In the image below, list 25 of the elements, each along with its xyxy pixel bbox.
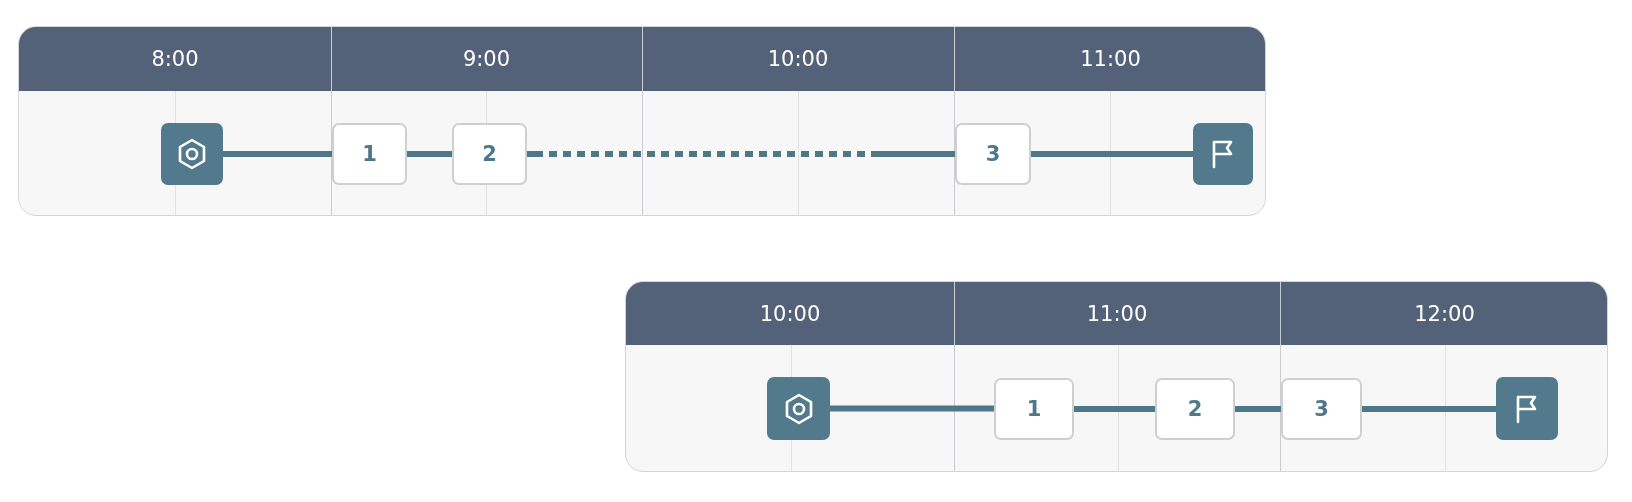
route-line <box>830 405 994 412</box>
start-marker <box>767 377 830 440</box>
start-marker <box>161 123 223 185</box>
dotted-route-line <box>527 151 955 157</box>
route-line <box>223 151 332 157</box>
route-line <box>1362 406 1496 412</box>
time-label: 10:00 <box>759 301 821 326</box>
time-label: 10:00 <box>767 47 829 71</box>
end-marker <box>1193 123 1253 185</box>
end-marker <box>1496 377 1558 440</box>
stop-box: 2 <box>1155 378 1235 440</box>
stop-box: 1 <box>994 378 1074 440</box>
route-line <box>1235 406 1281 412</box>
stop-box: 3 <box>1281 378 1362 440</box>
time-label: 8:00 <box>151 47 199 71</box>
time-label: 11:00 <box>1086 301 1148 326</box>
route-line <box>1031 151 1193 157</box>
stop-box: 3 <box>955 123 1031 185</box>
time-label: 9:00 <box>462 47 511 71</box>
time-label: 11:00 <box>1080 47 1141 71</box>
stop-box: 1 <box>332 123 407 185</box>
route-line <box>1074 406 1155 412</box>
stop-box: 2 <box>452 123 527 185</box>
time-label: 12:00 <box>1414 301 1475 326</box>
route-line <box>407 151 452 157</box>
